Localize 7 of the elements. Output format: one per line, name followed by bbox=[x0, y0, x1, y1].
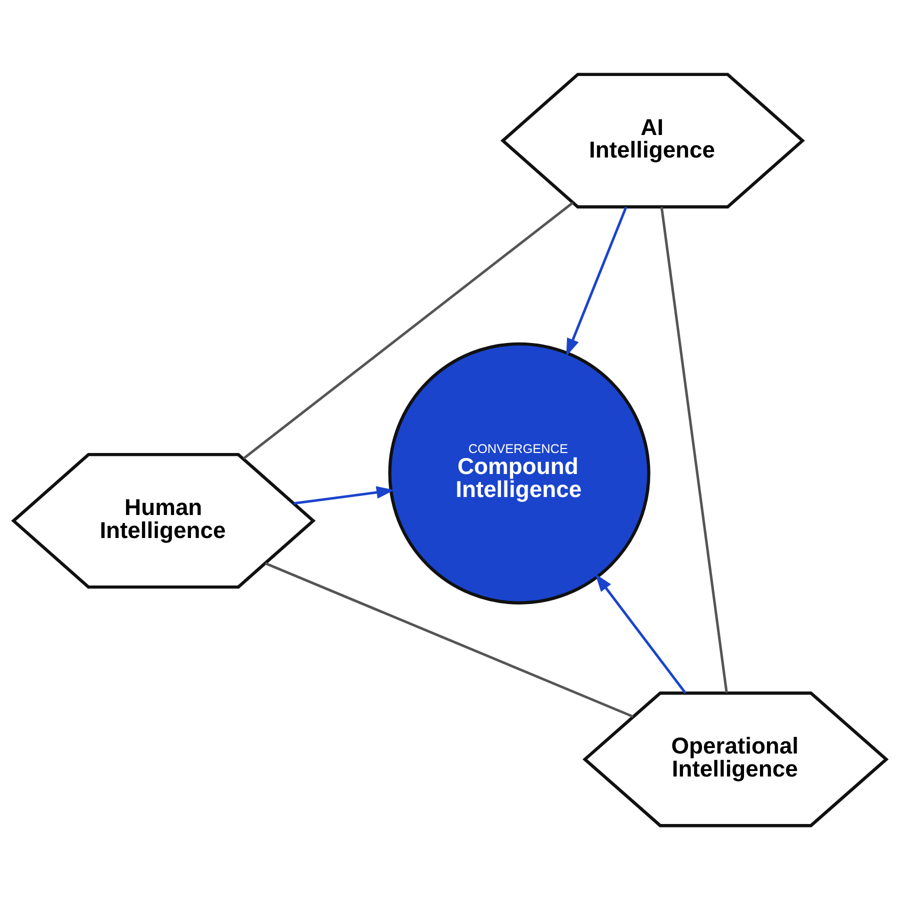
arrow bbox=[294, 486, 394, 505]
connector bbox=[242, 202, 574, 460]
connector bbox=[660, 207, 728, 693]
arrow bbox=[595, 574, 686, 694]
node-circle: CONVERGENCE Compound Intelligence bbox=[388, 342, 650, 604]
arrow bbox=[566, 206, 628, 356]
connector bbox=[264, 562, 634, 718]
